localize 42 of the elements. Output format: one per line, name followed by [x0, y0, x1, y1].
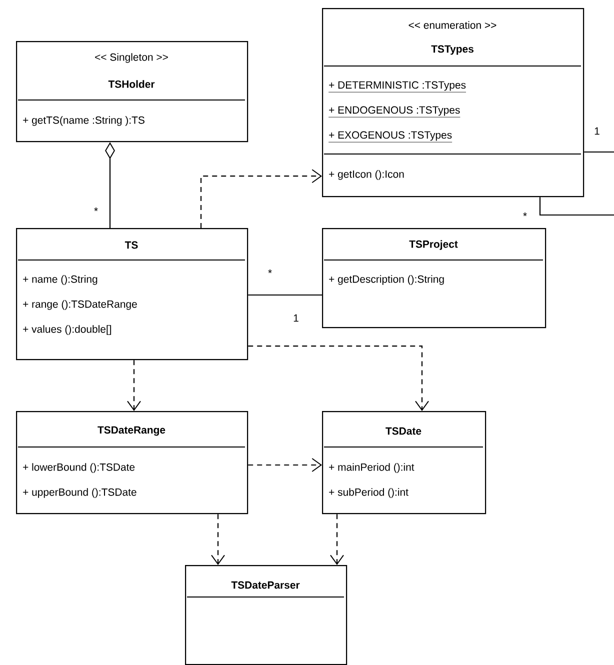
association-line	[248, 294, 322, 296]
member-text: + EXOGENOUS :TSTypes	[328, 131, 452, 142]
member-text: + getTS(name :String ):TS	[23, 116, 144, 126]
multiplicity-label: *	[94, 207, 98, 212]
dependency-arrow	[211, 514, 225, 565]
dependency-arrow	[127, 360, 141, 411]
member-text: + mainPeriod ():int	[329, 463, 414, 473]
member-text: + ENDOGENOUS :TSTypes	[328, 106, 460, 118]
member-text: + getDescription ():String	[329, 275, 444, 285]
class-box	[322, 8, 584, 198]
stereotype-label: << Singleton >>	[95, 53, 168, 63]
multiplicity-label: 1	[294, 314, 298, 322]
dependency-arrow	[248, 346, 429, 411]
member-text: + lowerBound ():TSDate	[23, 463, 135, 473]
association-line	[539, 151, 614, 216]
class-name: TS	[124, 241, 138, 249]
dependency-arrow	[200, 169, 322, 228]
stereotype-label: << enumeration >>	[408, 21, 496, 29]
member-text: + getIcon ():Icon	[329, 170, 404, 180]
class-box	[322, 228, 546, 328]
class-name: TSHolder	[108, 80, 155, 88]
class-box	[16, 411, 248, 514]
class-name: TSDateRange	[98, 426, 166, 436]
member-text: + DETERMINISTIC :TSTypes	[328, 81, 466, 92]
class-box	[16, 228, 248, 360]
class-box	[185, 565, 348, 665]
multiplicity-label: *	[268, 269, 272, 274]
class-name: TSProject	[409, 240, 458, 250]
class-box	[322, 411, 486, 514]
member-text: + values ():double[]	[23, 325, 112, 335]
multiplicity-label: *	[523, 212, 527, 216]
member-text: + upperBound ():TSDate	[23, 488, 136, 498]
class-name: TSDate	[386, 427, 422, 435]
class-box	[16, 41, 248, 142]
member-text: + name ():String	[23, 275, 98, 285]
class-name: TSDateParser	[231, 581, 300, 589]
member-text: + range ():TSDateRange	[23, 300, 137, 310]
class-name: TSTypes	[431, 45, 474, 55]
dependency-arrow	[248, 458, 322, 472]
member-text: + subPeriod ():int	[329, 488, 408, 498]
dependency-arrow	[330, 514, 344, 565]
multiplicity-label: 1	[594, 127, 600, 135]
